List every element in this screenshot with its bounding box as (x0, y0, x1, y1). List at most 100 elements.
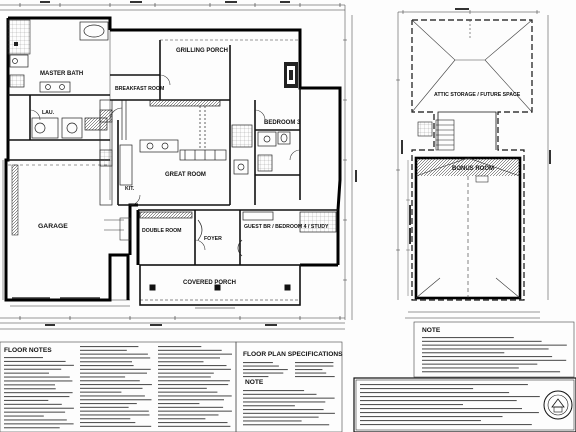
fine-print-line (4, 380, 73, 382)
fine-print-line (158, 384, 229, 386)
label-bedroom-3: BEDROOM 3 (264, 120, 301, 126)
fine-print-line (243, 424, 330, 426)
fine-print-line (243, 401, 326, 403)
fine-print-line (243, 390, 305, 392)
fine-print-line (80, 368, 151, 370)
great-room-details (149, 99, 253, 175)
label-attic-storage: ATTIC STORAGE / FUTURE SPACE (434, 92, 521, 98)
kitchen-cabinets (99, 99, 179, 206)
label-grilling-porch: GRILLING PORCH (176, 48, 228, 54)
fine-print-line (158, 357, 220, 359)
fine-print-line (4, 392, 73, 394)
fine-print-line (360, 392, 510, 394)
fine-print-line (158, 395, 232, 397)
fine-print-line (4, 368, 62, 370)
fine-print-line (158, 353, 232, 355)
fine-print-line (4, 388, 56, 390)
fine-print-line (158, 380, 230, 382)
fine-print-line (158, 346, 202, 348)
fine-print-line (360, 412, 539, 414)
fine-print-line (80, 357, 151, 359)
fine-print-line (80, 365, 134, 367)
fine-print-line (360, 384, 528, 386)
fine-print-line (80, 349, 127, 351)
label-breakfast-room: BREAKFAST ROOM (115, 86, 164, 92)
fine-print-line (243, 412, 335, 414)
label-guest-bedroom: GUEST BR / BEDROOM 4 / STUDY (244, 224, 329, 230)
fine-print-line (4, 364, 74, 366)
fine-print-line (4, 419, 67, 421)
label-garage: GARAGE (38, 223, 68, 230)
label-foyer: FOYER (204, 236, 222, 242)
fine-print-line (243, 376, 269, 378)
fine-print-line (158, 403, 200, 405)
dimension-lines (0, 4, 353, 330)
fine-print-line (4, 396, 70, 398)
fine-print-line (295, 369, 323, 371)
fine-print-line (243, 372, 284, 374)
fine-print-line (80, 380, 140, 382)
fine-print-line (295, 362, 334, 364)
fine-print-line (422, 367, 519, 369)
label-great-room: GREAT ROOM (165, 172, 206, 178)
label-kitchen: KIT. (125, 186, 135, 192)
fine-print-line (360, 400, 517, 402)
fine-print-line (158, 361, 204, 363)
label-covered-porch: COVERED PORCH (183, 280, 236, 286)
fine-print-line (4, 427, 60, 429)
fine-print-line (80, 414, 150, 416)
fine-print-line (243, 397, 335, 399)
upper-plan: ATTIC STORAGE / FUTURE SPACE BONUS ROOM (396, 8, 551, 319)
fine-print-line (243, 420, 302, 422)
fine-print-line (158, 422, 228, 424)
fine-print-line (422, 356, 553, 358)
fine-print-line (4, 411, 66, 413)
fine-print-line (80, 399, 152, 401)
label-laundry: LAU. (42, 110, 55, 116)
fine-print-line (80, 353, 148, 355)
fine-print-line (80, 418, 131, 420)
fine-print-line (243, 365, 279, 367)
fine-print-line (158, 406, 224, 408)
bath-3-fixtures (257, 131, 291, 172)
fine-print-line (243, 362, 273, 364)
floor-notes-title: FLOOR NOTES (4, 347, 52, 354)
garage-details (8, 164, 131, 299)
fine-print-line (360, 424, 532, 426)
fine-print-line (158, 368, 231, 370)
door-swings (29, 74, 301, 251)
fine-print-line (4, 357, 43, 359)
fine-print-line (422, 348, 549, 350)
notes-area: FLOOR NOTES FLOOR PLAN SPECIFICATIONS NO… (0, 321, 576, 432)
fine-print-line (80, 361, 132, 363)
fine-print-line (243, 369, 288, 371)
notes-sub-title: NOTE (245, 379, 264, 386)
fine-print-line (80, 425, 152, 427)
fine-print-line (4, 372, 49, 374)
fine-print-line (360, 416, 503, 418)
fine-print-line (360, 420, 481, 422)
fine-print-line (4, 415, 44, 417)
front-rooms-details (139, 211, 337, 257)
fine-print-line (360, 408, 522, 410)
fine-print-line (158, 372, 214, 374)
specs-title: FLOOR PLAN SPECIFICATIONS (243, 351, 343, 358)
fine-print-line (158, 414, 219, 416)
fine-print-line (158, 387, 207, 389)
fine-print-line (422, 352, 505, 354)
fine-print-line (243, 393, 317, 395)
fine-print-line (80, 395, 145, 397)
fine-print-line (158, 365, 227, 367)
fine-print-line (4, 376, 70, 378)
fine-print-line (158, 410, 232, 412)
title-block-seal (543, 390, 573, 420)
fine-print-line (422, 359, 567, 361)
fine-print-lines (4, 337, 567, 429)
label-master-bath: MASTER BATH (40, 71, 83, 77)
fine-print-line (158, 376, 211, 378)
fine-print-line (80, 384, 152, 386)
fine-print-line (422, 344, 567, 346)
fine-print-line (4, 384, 55, 386)
fine-print-line (243, 409, 324, 411)
